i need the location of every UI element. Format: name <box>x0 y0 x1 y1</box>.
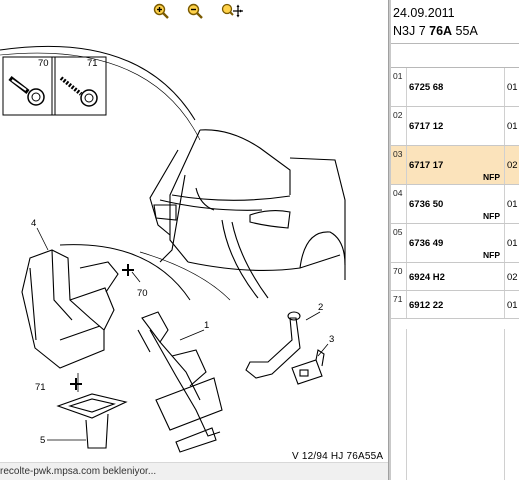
parts-header: 24.09.2011 N3J 7 76A 55A <box>391 0 519 44</box>
code-prefix: N3J 7 <box>393 24 430 38</box>
exploded-parts-diagram: 70 71 4 1 2 3 70 71 5 <box>0 45 346 453</box>
plus-markers <box>70 264 134 390</box>
ref-number: 04 <box>393 188 403 198</box>
callout-4: 4 <box>31 218 36 229</box>
part-number[interactable]: 6736 50 <box>409 199 444 210</box>
part-number[interactable]: 6717 17 <box>409 160 444 171</box>
callout-70: 70 <box>137 288 148 299</box>
part-number[interactable]: 6717 12 <box>409 121 444 132</box>
ref-number: 01 <box>393 71 403 81</box>
wheel-brace-drawing <box>245 311 301 379</box>
parts-list-header <box>391 44 519 68</box>
part-qty: 01 <box>507 238 518 249</box>
zoom-in-icon[interactable] <box>153 3 169 19</box>
part-number[interactable]: 6725 68 <box>409 82 444 93</box>
callout-1: 1 <box>204 320 209 331</box>
callout-71: 71 <box>35 382 46 393</box>
spare-wheel-cover-drawing <box>21 249 119 369</box>
diagram-curve <box>0 52 201 141</box>
parts-pane: 24.09.2011 N3J 7 76A 55A 01 6725 68 01 0… <box>391 0 519 480</box>
part-number[interactable]: 6912 22 <box>409 300 444 311</box>
part-qty: 02 <box>507 160 518 171</box>
zoom-toolbar <box>0 0 388 22</box>
part-number[interactable]: 6924 H2 <box>409 272 445 283</box>
callout-3: 3 <box>329 334 334 345</box>
ref-number: 70 <box>393 266 403 276</box>
part-qty: 01 <box>507 199 518 210</box>
part-row-70[interactable]: 70 6924 H2 02 <box>391 263 519 291</box>
car-rear-drawing <box>149 129 346 299</box>
part-flag: NFP <box>483 250 500 260</box>
part-flag: NFP <box>483 172 500 182</box>
zoom-out-icon[interactable] <box>187 3 203 19</box>
part-row-71[interactable]: 71 6912 22 01 <box>391 291 519 319</box>
diagram-curve <box>139 251 231 301</box>
part-flag: NFP <box>483 211 500 221</box>
pan-zoom-icon[interactable] <box>221 3 243 19</box>
bracket-drawing <box>56 393 128 449</box>
part-row-03[interactable]: 03 6717 17 NFP 02 <box>391 146 519 185</box>
status-bar: recolte-pwk.mpsa.com bekleniyor... <box>0 462 388 480</box>
part-row-01[interactable]: 01 6725 68 01 <box>391 68 519 107</box>
code-bold: 76A <box>429 24 453 38</box>
ref-number: 03 <box>393 149 403 159</box>
leader-lines <box>36 227 329 441</box>
part-qty: 01 <box>507 300 518 311</box>
ref-number: 05 <box>393 227 403 237</box>
code-suffix: 55A <box>452 24 478 38</box>
part-qty: 02 <box>507 272 518 283</box>
part-qty: 01 <box>507 82 518 93</box>
diagram-curve <box>59 244 191 301</box>
ref-number: 71 <box>393 294 403 304</box>
header-date: 24.09.2011 <box>393 6 455 20</box>
column-separator <box>406 329 407 480</box>
callout-2: 2 <box>318 302 323 313</box>
part-qty: 01 <box>507 121 518 132</box>
callout-71-top: 71 <box>87 58 98 69</box>
pane-splitter[interactable] <box>388 0 391 480</box>
diagram-curve <box>0 45 196 121</box>
diagram-reference: V 12/94 HJ 76A55A <box>292 451 384 462</box>
part-row-02[interactable]: 02 6717 12 01 <box>391 107 519 146</box>
callout-5: 5 <box>40 435 45 446</box>
part-row-04[interactable]: 04 6736 50 NFP 01 <box>391 185 519 224</box>
column-separator <box>504 329 505 480</box>
screw-70-drawing <box>2 56 107 116</box>
diagram-pane: 70 71 4 1 2 3 70 71 5 V 12/94 HJ 76A55A … <box>0 0 388 480</box>
status-text: recolte-pwk.mpsa.com bekleniyor... <box>0 466 157 477</box>
parts-list: 01 6725 68 01 02 6717 12 01 03 6717 17 N… <box>391 68 519 319</box>
part-number[interactable]: 6736 49 <box>409 238 444 249</box>
part-row-05[interactable]: 05 6736 49 NFP 01 <box>391 224 519 263</box>
jack-drawing <box>137 311 223 453</box>
callout-70-top: 70 <box>38 58 49 69</box>
header-vehicle-code: N3J 7 76A 55A <box>393 24 478 38</box>
ref-number: 02 <box>393 110 403 120</box>
